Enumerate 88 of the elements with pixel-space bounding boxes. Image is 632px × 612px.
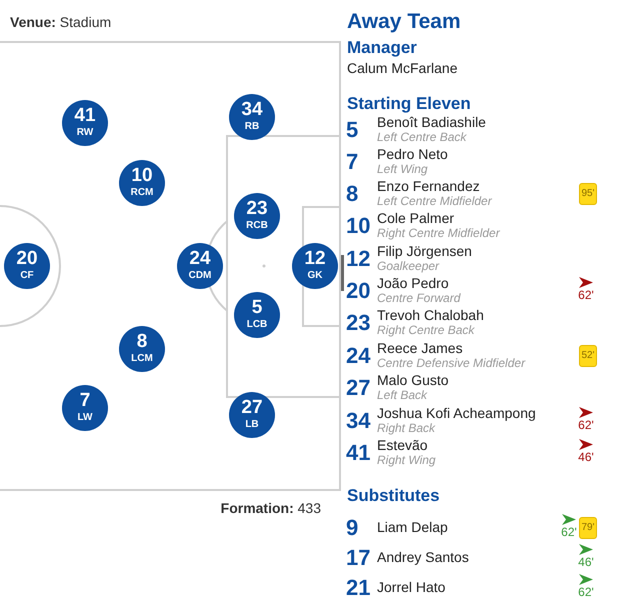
position-label: RB [244, 121, 260, 132]
shirt-number: 24 [346, 343, 370, 369]
substitution-minute: 46' [577, 451, 595, 464]
position-label: GK [306, 270, 324, 281]
player-position: Goalkeeper [377, 259, 440, 273]
substitution-minute: 62' [577, 586, 595, 599]
shirt-number: 34 [346, 408, 370, 434]
shirt-number: 7 [78, 391, 92, 411]
player-name: Filip Jörgensen [377, 243, 472, 259]
position-label: LCM [130, 353, 154, 364]
player-marker [119, 160, 165, 206]
section-heading: Starting Eleven [347, 94, 471, 114]
player-marker [62, 385, 108, 431]
player-marker [234, 292, 280, 338]
player-position: Left Centre Midfielder [377, 194, 492, 208]
player-position: Right Back [377, 421, 436, 435]
shirt-number: 10 [130, 166, 154, 186]
player-name: Trevoh Chalobah [377, 307, 484, 323]
player-name: Enzo Fernandez [377, 178, 480, 194]
shirt-number: 41 [346, 440, 370, 466]
player-position: Left Wing [377, 162, 428, 176]
player-position: Right Wing [377, 453, 436, 467]
booking-card: 79' [579, 517, 597, 539]
booking-card: 52' [579, 345, 597, 367]
player-position: Right Centre Midfielder [377, 226, 500, 240]
player-name: Joshua Kofi Acheampong [377, 405, 536, 421]
shirt-number: 41 [73, 106, 97, 126]
shirt-number: 12 [303, 249, 327, 269]
shirt-number: 27 [240, 398, 264, 418]
position-label: CDM [188, 270, 212, 281]
shirt-number: 20 [346, 278, 370, 304]
player-marker [4, 243, 50, 289]
section-heading: Substitutes [347, 486, 440, 506]
shirt-number: 8 [136, 332, 148, 352]
player-name: Pedro Neto [377, 146, 448, 162]
player-name: Reece James [377, 340, 463, 356]
shirt-number: 23 [245, 199, 269, 219]
section-heading: Manager [347, 38, 417, 58]
shirt-number: 24 [188, 249, 212, 269]
player-name: Malo Gusto [377, 372, 449, 388]
shirt-number: 20 [15, 249, 39, 269]
player-marker [229, 392, 275, 438]
player-name: Estevão [377, 437, 428, 453]
shirt-number: 5 [346, 117, 358, 143]
shirt-number: 17 [346, 545, 370, 571]
shirt-number: 34 [240, 100, 264, 120]
shirt-number: 8 [346, 181, 358, 207]
booking-card: 95' [579, 183, 597, 205]
player-name: Benoît Badiashile [377, 114, 486, 130]
shirt-number: 9 [346, 515, 358, 541]
position-label: RCB [245, 220, 269, 231]
substitution-minute: 62' [577, 419, 595, 432]
shirt-number: 7 [346, 149, 358, 175]
player-name: João Pedro [377, 275, 449, 291]
player-marker [62, 100, 108, 146]
player-position: Right Centre Back [377, 323, 474, 337]
player-position: Centre Forward [377, 291, 460, 305]
position-label: LB [244, 419, 260, 430]
shirt-number: 27 [346, 375, 370, 401]
shirt-number: 5 [250, 298, 264, 318]
player-marker [177, 243, 223, 289]
player-marker [292, 243, 338, 289]
player-name: Jorrel Hato [377, 579, 446, 595]
substitution-minute: 62' [560, 526, 578, 539]
shirt-number: 21 [346, 575, 370, 601]
position-label: LW [76, 412, 94, 423]
position-label: CF [19, 270, 35, 281]
player-position: Left Centre Back [377, 130, 466, 144]
substitution-minute: 62' [577, 289, 595, 302]
shirt-number: 23 [346, 310, 370, 336]
manager-name: Calum McFarlane [347, 60, 458, 76]
position-label: RW [76, 127, 94, 138]
shirt-number: 12 [346, 246, 370, 272]
substitution-minute: 46' [577, 556, 595, 569]
player-marker [234, 193, 280, 239]
player-marker [119, 326, 165, 372]
player-position: Left Back [377, 388, 428, 402]
venue-text: Venue: Stadium [10, 14, 112, 30]
player-marker [229, 94, 275, 140]
player-name: Liam Delap [377, 519, 448, 535]
team-heading: Away Team [347, 10, 461, 34]
player-name: Andrey Santos [377, 549, 469, 565]
shirt-number: 10 [346, 213, 370, 239]
player-position: Centre Defensive Midfielder [377, 356, 526, 370]
player-name: Cole Palmer [377, 210, 454, 226]
position-label: RCM [130, 187, 154, 198]
formation-text: Formation: 433 [220, 500, 321, 516]
position-label: LCB [246, 319, 268, 330]
